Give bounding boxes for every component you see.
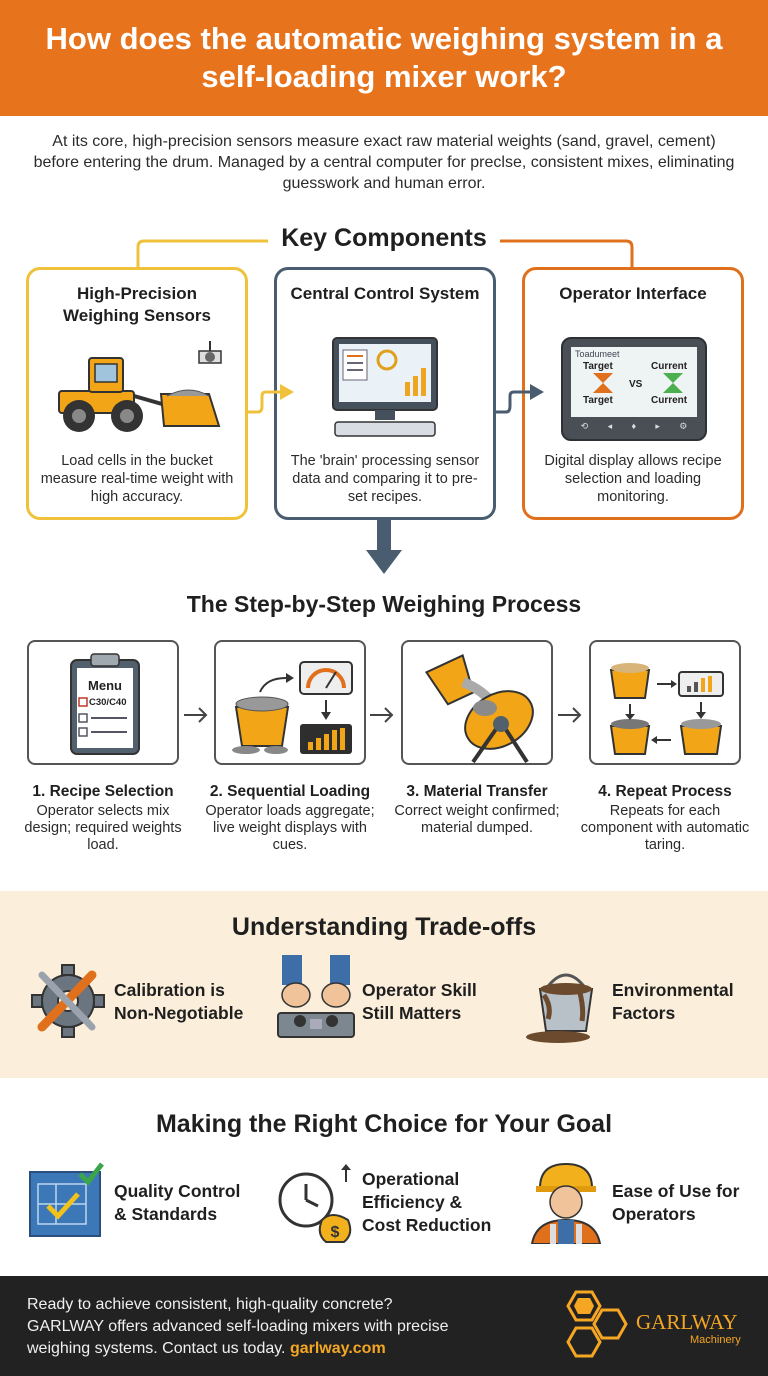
step-2-box	[214, 640, 366, 765]
choice-3-line1: Ease of Use for	[612, 1181, 740, 1201]
tablet-display-icon: Toadumeet Target VS Current Target Curre…	[561, 337, 707, 441]
footer-line-3: weighing systems. Contact us today.	[27, 1340, 290, 1357]
worker-icon	[530, 1162, 602, 1244]
screen-current-label: Current	[651, 361, 688, 372]
intro-text: At its core, high-precision sensors meas…	[33, 133, 735, 192]
choice-2-line2: Efficiency &	[362, 1192, 463, 1212]
logo-subtitle: Machinery	[690, 1334, 741, 1346]
svg-text:$: $	[331, 1224, 340, 1241]
cycle-buckets-icon	[609, 663, 724, 755]
tradeoff-1-line2: Non-Negotiable	[114, 1003, 244, 1023]
tradeoff-1-line1: Calibration is	[114, 980, 225, 1000]
tradeoff-1-label: Calibration is Non-Negotiable	[114, 979, 243, 1025]
sensor-card: High-Precision Weighing Sensors Load cel…	[26, 267, 248, 520]
choice-2-label: Operational Efficiency & Cost Reduction	[362, 1168, 491, 1237]
step-1-title: 1. Recipe Selection	[32, 783, 174, 800]
step-4-desc: Repeats for each component with automati…	[580, 803, 750, 853]
choice-3-line2: Operators	[612, 1204, 696, 1224]
screen-target-label-2: Target	[583, 395, 613, 406]
step-4-title: 4. Repeat Process	[598, 783, 732, 800]
control-card-title: Central Control System	[290, 284, 480, 303]
tradeoff-2-line1: Operator Skill	[362, 980, 477, 1000]
control-card-desc: The 'brain' processing sensor data and c…	[290, 453, 480, 505]
clipboard-icon	[70, 653, 140, 755]
tradeoff-2-label: Operator Skill Still Matters	[362, 979, 477, 1025]
sensor-card-title: High-Precision Weighing Sensors	[63, 284, 211, 325]
garlway-logo-icon	[566, 1290, 628, 1358]
tradeoff-2-line2: Still Matters	[362, 1003, 462, 1023]
down-arrow-icon	[366, 520, 402, 574]
screen-vs-label: VS	[629, 379, 643, 390]
tradeoff-3-line2: Factors	[612, 1003, 676, 1023]
step-2-title: 2. Sequential Loading	[209, 783, 371, 800]
interface-card-title: Operator Interface	[559, 284, 707, 303]
screen-header: Toadumeet	[575, 349, 620, 359]
process-title: The Step-by-Step Weighing Process	[186, 591, 582, 617]
clock-money-icon: $	[278, 1164, 352, 1243]
clipboard-recipe-label: C30/C40	[89, 697, 127, 708]
step-1-desc: Operator selects mix design; required we…	[24, 803, 182, 853]
footer-text: Ready to achieve consistent, high-qualit…	[27, 1294, 527, 1360]
footer: Ready to achieve consistent, high-qualit…	[0, 1276, 768, 1376]
key-components-connector	[136, 239, 634, 273]
choice-3-label: Ease of Use for Operators	[612, 1180, 739, 1226]
step-2-desc: Operator loads aggregate; live weight di…	[205, 803, 375, 853]
bucket-gauge-icon	[232, 661, 353, 754]
screen-target-label: Target	[583, 361, 613, 372]
step-arrow-1	[184, 707, 208, 723]
tradeoffs-section: Understanding Trade-offs Calibration is …	[0, 891, 768, 1078]
step-4-box	[589, 640, 741, 765]
interface-card: Operator Interface Toadumeet Target VS C…	[522, 267, 744, 520]
card-arrows	[246, 384, 544, 414]
website-link[interactable]: garlway.com	[289, 1340, 386, 1357]
wrench-gear-icon	[31, 964, 105, 1038]
control-card: Central Control System The 'brain' proce…	[274, 267, 496, 520]
blueprint-check-icon	[29, 1162, 104, 1237]
tradeoff-3-line1: Environmental	[612, 980, 734, 1000]
drum-pour-icon	[424, 654, 534, 764]
logo-name: GARLWAY	[636, 1310, 738, 1334]
choice-1-label: Quality Control & Standards	[114, 1180, 240, 1226]
choice-2-line1: Operational	[362, 1169, 460, 1189]
interface-card-desc: Digital display allows recipe selection …	[544, 453, 722, 505]
computer-icon	[332, 337, 438, 437]
choice-1-line2: & Standards	[114, 1204, 218, 1224]
step-1-box: Menu C30/C40	[27, 640, 179, 765]
clipboard-menu-label: Menu	[88, 678, 122, 693]
page-title: How does the automatic weighing system i…	[45, 21, 723, 94]
step-3-desc: Correct weight confirmed; material dumpe…	[394, 803, 560, 836]
choice-2-line3: Cost Reduction	[362, 1215, 492, 1235]
choice-title: Making the Right Choice for Your Goal	[155, 1110, 613, 1138]
key-components-title: Key Components	[281, 224, 487, 252]
step-arrow-3	[558, 707, 582, 723]
step-arrow-2	[370, 707, 394, 723]
joystick-hands-icon	[277, 955, 355, 1038]
tradeoffs-title: Understanding Trade-offs	[231, 913, 537, 941]
step-3-title: 3. Material Transfer	[406, 783, 548, 800]
tradeoff-3-label: Environmental Factors	[612, 979, 734, 1025]
step-3-box	[401, 640, 553, 765]
sensor-card-desc: Load cells in the bucket measure real-ti…	[40, 453, 234, 505]
footer-line-1: Ready to achieve consistent, high-qualit…	[27, 1296, 393, 1313]
wheel-loader-icon	[58, 341, 222, 432]
muddy-bucket-icon	[526, 973, 594, 1043]
choice-1-line1: Quality Control	[114, 1181, 241, 1201]
footer-line-2: GARLWAY offers advanced self-loading mix…	[27, 1318, 449, 1335]
screen-current-label-2: Current	[651, 395, 688, 406]
header-banner: How does the automatic weighing system i…	[0, 0, 768, 116]
